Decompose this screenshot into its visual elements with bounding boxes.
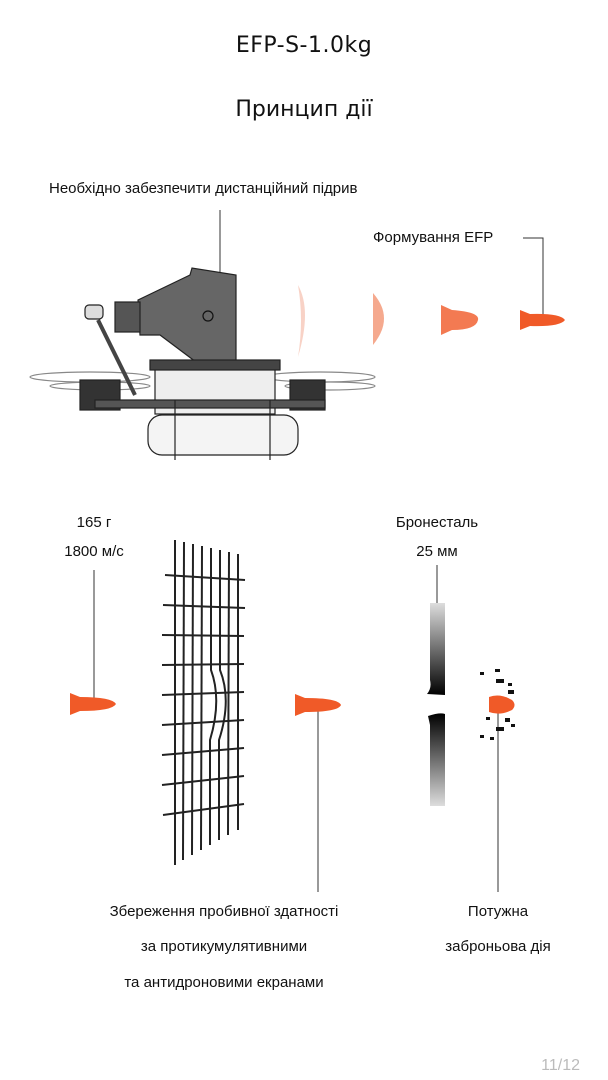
armor-thickness: 25 мм <box>416 543 458 560</box>
document-title: EFP-S-1.0kg <box>235 33 373 58</box>
projectile-after-armor <box>489 695 515 714</box>
remote-detonation-label: Необхідно забезпечити дистанційний підри… <box>49 180 358 197</box>
efp-formation-stages <box>298 285 565 357</box>
penetration-caption-line2: за протикумулятивними <box>140 938 308 955</box>
section-title: Принцип дії <box>235 97 373 122</box>
page-indicator: 11/12 <box>541 1057 580 1074</box>
armor-material: Бронесталь <box>395 514 479 531</box>
leader-lines <box>93 210 544 892</box>
effect-caption-line2: заброньова дія <box>445 938 551 955</box>
penetration-caption-line3: та антидроновими екранами <box>124 974 324 991</box>
effect-caption-line1: Потужна <box>467 903 529 920</box>
projectile-after-screen <box>295 694 341 716</box>
anti-drone-screen <box>161 540 246 865</box>
projectile-mass: 165 г <box>76 514 112 531</box>
projectile-velocity: 1800 м/с <box>64 543 124 560</box>
drone-illustration <box>29 267 376 460</box>
armor-fragments <box>480 669 515 740</box>
penetration-caption-line1: Збереження пробивної здатності <box>109 903 339 920</box>
efp-formation-label: Формування EFP <box>373 229 494 246</box>
armor-plate <box>427 603 445 806</box>
projectile-before-screen <box>70 693 116 715</box>
